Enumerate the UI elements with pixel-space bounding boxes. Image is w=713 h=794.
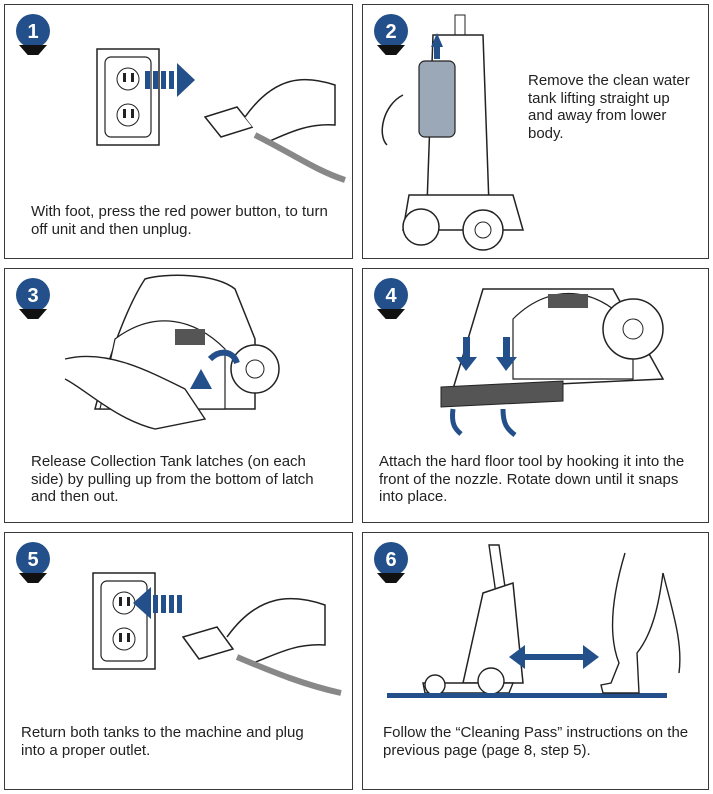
step-number-badge: 6 xyxy=(374,542,408,583)
step-number: 1 xyxy=(27,21,38,43)
step-number: 4 xyxy=(385,285,397,307)
step-number: 5 xyxy=(27,549,38,571)
step-1-panel: 1 With foot, press the red power button,… xyxy=(4,4,353,259)
step-caption: With foot, press the red power button, t… xyxy=(31,203,328,238)
step-4-panel: 4 Attach the hard floor tool by hooking … xyxy=(362,268,709,523)
step-caption: Attach the hard floor tool by hooking it… xyxy=(379,453,685,505)
step-caption: Return both tanks to the machine and plu… xyxy=(21,724,304,759)
step-number-badge: 2 xyxy=(374,14,408,55)
step-number: 6 xyxy=(385,549,396,571)
step-caption: Follow the “Cleaning Pass” instructions … xyxy=(383,724,689,759)
step-number-badge: 1 xyxy=(16,14,50,55)
step-5-panel: 5 Return both tanks to the machine and p… xyxy=(4,532,353,790)
step-number: 3 xyxy=(27,285,38,307)
cleaning-pass-illustration xyxy=(387,544,681,698)
step-caption: Release Collection Tank latches (on each… xyxy=(31,453,314,505)
remove-tank-illustration xyxy=(381,14,524,251)
step-6-panel: 6 Follow the “Cleaning Pass” instruction… xyxy=(362,532,709,790)
step-2-panel: 2 Remove the clean water tank lifting st… xyxy=(362,4,709,259)
step-number-badge: 5 xyxy=(16,542,50,583)
attach-tool-illustration xyxy=(440,288,665,437)
step-number-badge: 4 xyxy=(374,278,408,319)
step-3-panel: 3 Release Collection Tank latches (on ea… xyxy=(4,268,353,523)
step-number: 2 xyxy=(385,21,396,43)
release-latch-illustration xyxy=(64,274,280,430)
unplug-illustration xyxy=(96,48,346,183)
step-caption: Remove the clean water tank lifting stra… xyxy=(528,72,690,142)
step-number-badge: 3 xyxy=(16,278,50,319)
plug-in-illustration xyxy=(92,572,342,696)
